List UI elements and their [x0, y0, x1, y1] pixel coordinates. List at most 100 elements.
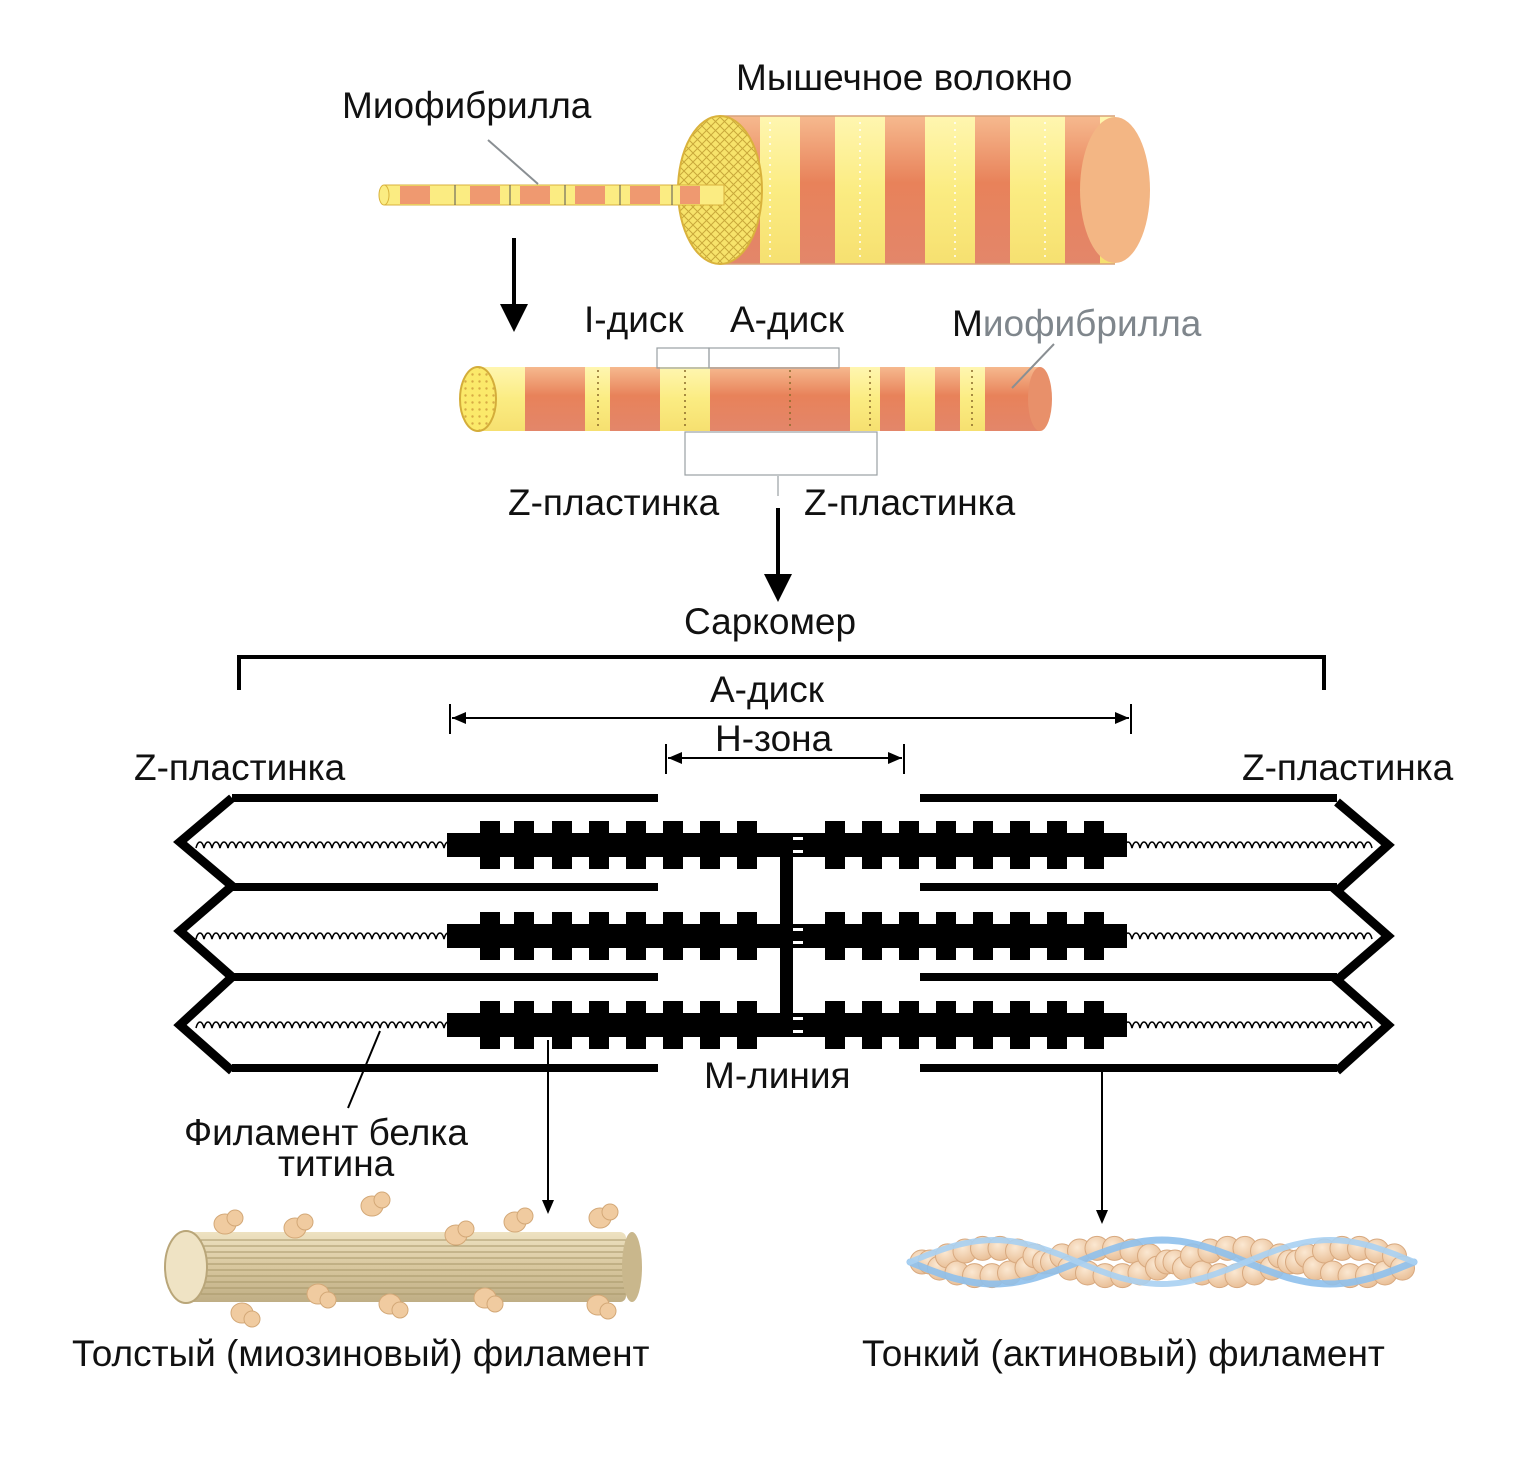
titin-spring-left — [195, 932, 453, 940]
arrow-down-1 — [500, 238, 528, 332]
muscle-fiber-end — [1080, 117, 1150, 263]
rod-dark-band — [400, 186, 430, 204]
myofibril-rod-bands — [383, 184, 725, 206]
myosin-head-pair — [480, 912, 500, 960]
myosin-head-pair — [1084, 912, 1104, 960]
thin-filament-left — [232, 1064, 658, 1072]
rod-body — [383, 184, 725, 206]
a-disc-bracket — [708, 347, 840, 369]
myosin-head-pair — [514, 912, 534, 960]
myosin-head — [457, 1220, 475, 1238]
myosin-head-pair — [589, 821, 609, 869]
thin-filament-right — [920, 1064, 1337, 1072]
muscle-fiber-light-band — [925, 116, 975, 264]
myosin-head — [601, 1203, 619, 1221]
myosin-head-pair — [589, 912, 609, 960]
titin-springs — [195, 841, 1373, 1029]
titin-spring-right — [1123, 841, 1373, 849]
myosin-head — [296, 1213, 314, 1231]
myosin-head-pair — [973, 821, 993, 869]
myosin-head-pair — [737, 821, 757, 869]
muscle-fiber — [677, 115, 1150, 265]
muscle-fiber-light-band — [1010, 116, 1065, 264]
myosin-head-pair — [973, 1001, 993, 1049]
h-zone-label: Н-зона — [715, 718, 833, 759]
z-plate-right-mid-label: Z-пластинка — [804, 482, 1016, 523]
myosin-head-pair — [514, 821, 534, 869]
m-line-label: М-линия — [704, 1055, 851, 1096]
thin-filaments — [232, 794, 1337, 1072]
rod-dark-band — [680, 186, 700, 204]
myosin-head-pair — [552, 1001, 572, 1049]
myosin-head-pair — [1047, 1001, 1067, 1049]
thin-filament-left — [232, 883, 658, 891]
titin-spring-left — [195, 841, 453, 849]
muscle-fiber-light-band — [835, 116, 885, 264]
a-disc-label: А-диск — [710, 669, 825, 710]
myosin-filament-illustration — [164, 1191, 642, 1328]
myofibril-right-rest: иофибрилла — [983, 303, 1202, 344]
z-plate-right-label: Z-пластинка — [1242, 747, 1454, 788]
myofibril-light-band — [850, 367, 880, 431]
myosin-head-pair — [626, 1001, 646, 1049]
myosin-head-pair — [663, 912, 683, 960]
myosin-head-pair — [862, 912, 882, 960]
myosin-head — [516, 1207, 534, 1225]
myosin-head-pair — [700, 1001, 720, 1049]
myosin-head — [373, 1191, 391, 1209]
m-line — [780, 845, 793, 1025]
myosin-head-pair — [737, 912, 757, 960]
myosin-head — [226, 1209, 244, 1227]
thin-filament-left — [232, 794, 658, 802]
myofibril-top-leader — [487, 139, 539, 185]
thin-filament-right — [920, 883, 1337, 891]
thick-filament-pointer — [542, 1040, 554, 1214]
myofibril-rod — [378, 184, 725, 206]
rod-dark-band — [630, 186, 660, 204]
myosin-head-pair — [1010, 821, 1030, 869]
rod-dark-band — [470, 186, 500, 204]
myosin-head-pair — [936, 821, 956, 869]
thick-filament-label: Толстый (миозиновый) филамент — [72, 1333, 650, 1374]
myosin-head — [391, 1301, 409, 1319]
myosin-head-pair — [663, 1001, 683, 1049]
myosin-head-pair — [480, 1001, 500, 1049]
titin-spring-left — [195, 1021, 453, 1029]
myofibril — [459, 366, 1052, 432]
myosin-head-pair — [936, 1001, 956, 1049]
a-disc-arrow — [449, 704, 1132, 734]
myofibril-light-band — [905, 367, 935, 431]
rod-dark-band — [575, 186, 605, 204]
myosin-head-pair — [1010, 1001, 1030, 1049]
i-disc-bracket — [656, 347, 710, 369]
myosin-head-pair — [737, 1001, 757, 1049]
myofibril-body — [478, 367, 1040, 431]
myosin-head-pair — [626, 821, 646, 869]
actin-filament-illustration — [906, 1235, 1418, 1289]
tropomyosin-strand — [906, 1236, 1418, 1288]
myofibril-top-label: Миофибрилла — [342, 85, 592, 126]
myosin-head-pair — [899, 821, 919, 869]
myosin-head-pair — [825, 912, 845, 960]
myosin-head-pair — [825, 821, 845, 869]
myosin-head-pair — [480, 821, 500, 869]
rod-dark-band — [520, 186, 550, 204]
myosin-head-pair — [973, 912, 993, 960]
titin-leader — [347, 1030, 381, 1109]
a-disc-top-label: А-диск — [730, 299, 845, 340]
myosin-head-pair — [552, 821, 572, 869]
myosin-head-pair — [936, 912, 956, 960]
sarcomere-brace — [237, 655, 1326, 690]
tropomyosin-strand — [907, 1236, 1417, 1288]
myosin-head-pair — [1047, 821, 1067, 869]
myosin-head-pair — [899, 912, 919, 960]
myosin-head-pair — [700, 912, 720, 960]
myosin-head-pair — [825, 1001, 845, 1049]
titin-label-line2: титина — [278, 1143, 395, 1184]
arrow-down-2 — [764, 508, 792, 602]
titin-label-line1: Филамент белка — [184, 1112, 468, 1153]
myosin-head-pair — [663, 821, 683, 869]
myosin-head-pair — [552, 912, 572, 960]
myosin-head — [486, 1295, 504, 1313]
z-plate-left — [173, 794, 239, 1075]
